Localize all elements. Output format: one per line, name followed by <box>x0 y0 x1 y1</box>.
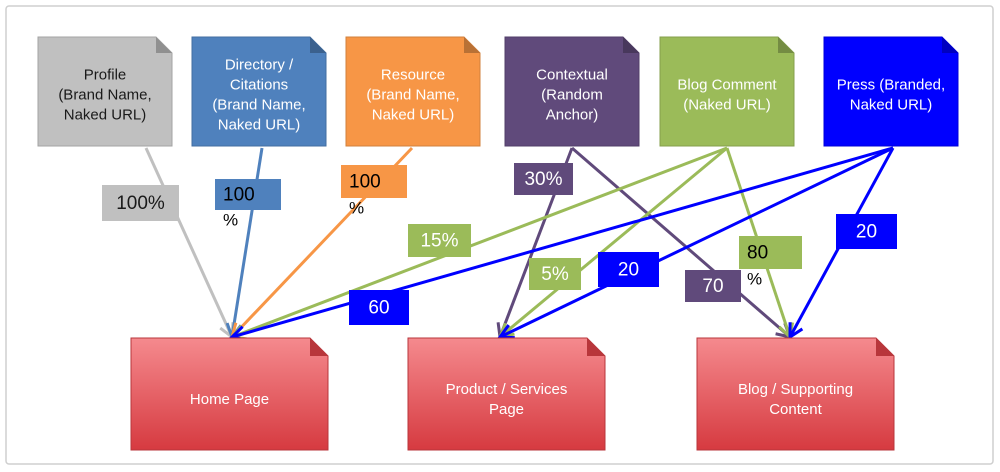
flow-label-box <box>514 163 573 195</box>
source-profile-fold <box>156 37 172 53</box>
flow-label-text: 70 <box>702 276 723 297</box>
flow-label-percent: % <box>747 269 762 288</box>
flow-label-box <box>408 224 471 257</box>
source-directory-label-line: Directory / <box>225 56 294 73</box>
arrowhead-press-to-blogsup <box>788 322 804 340</box>
flow-label-blog-to-product: 5% <box>529 258 581 290</box>
source-press: Press (Branded, Naked URL) <box>823 36 959 147</box>
target-home-box <box>130 337 329 451</box>
source-resource: Resource (Brand Name, Naked URL) <box>345 36 481 147</box>
target-blogsup-box <box>696 337 895 451</box>
target-home-label-line: Home Page <box>190 391 269 408</box>
source-profile: Profile (Brand Name, Naked URL) <box>37 36 173 147</box>
source-press-fold <box>942 37 958 53</box>
arrow-profile-to-home <box>144 147 234 338</box>
source-profile-box <box>37 36 173 147</box>
flow-label-box <box>529 258 581 290</box>
flow-label-text: 80 <box>747 243 768 264</box>
flow-label-press-to-product: 20 <box>598 252 659 287</box>
source-nodes: Profile(Brand Name,Naked URL)Directory /… <box>37 36 959 147</box>
target-product-fold <box>587 338 605 356</box>
source-directory-label-line: (Brand Name, <box>212 96 305 113</box>
source-blog-label-line: Blog Comment <box>677 76 777 93</box>
source-profile-label-line: Profile <box>84 66 127 83</box>
target-product-label-line: Page <box>489 401 524 418</box>
source-resource-label-line: Resource <box>381 66 445 83</box>
flow-label-text: 100 <box>349 172 381 193</box>
flow-label-text: 100 <box>223 185 255 206</box>
source-resource-label-line: Naked URL) <box>372 106 455 123</box>
flow-label-box <box>215 179 281 210</box>
arrow-press-to-home <box>231 146 894 339</box>
source-press-label-line: Naked URL) <box>850 96 933 113</box>
flow-label-press-to-blogsup: 20 <box>836 214 897 249</box>
target-product-label-line: Product / Services <box>446 381 568 398</box>
source-resource-fold <box>464 37 480 53</box>
target-product-box <box>407 337 606 451</box>
source-contextual-label-line: Anchor) <box>546 106 599 123</box>
flow-label-text: 20 <box>856 222 877 243</box>
target-blogsup-fold <box>876 338 894 356</box>
arrow-contextual-to-blogsup <box>571 146 791 339</box>
flow-label-blog-to-home: 15% <box>408 224 471 257</box>
source-blog-label-line: (Naked URL) <box>683 96 771 113</box>
source-press-label-line: Press (Branded, <box>837 76 945 93</box>
flow-label-box <box>341 165 407 198</box>
flow-label-percent: % <box>223 210 238 229</box>
source-contextual-fold <box>623 37 639 53</box>
source-blog: Blog Comment (Naked URL) <box>659 36 795 147</box>
flow-label-profile-to-home: 100% <box>102 185 179 221</box>
flow-label-box <box>836 214 897 249</box>
flow-label-box <box>598 252 659 287</box>
flow-label-resource-to-home: 100% <box>341 165 407 217</box>
target-home: Home Page <box>130 337 329 451</box>
source-contextual-label-line: (Random <box>541 86 603 103</box>
flow-label-box <box>349 290 409 325</box>
source-press-box <box>823 36 959 147</box>
flow-label-blog-to-blogsup: 80% <box>739 236 802 288</box>
source-contextual-box <box>504 36 640 147</box>
flow-label-contextual-to-blogsup: 70 <box>685 270 741 302</box>
flow-label-directory-to-home: 100% <box>215 179 281 229</box>
source-contextual-label-line: Contextual <box>536 66 608 83</box>
flow-label-text: 60 <box>368 298 389 319</box>
source-blog-box <box>659 36 795 147</box>
flow-label-text: 20 <box>618 260 639 281</box>
flow-label-box <box>685 270 741 302</box>
source-directory-label-line: Naked URL) <box>218 116 301 133</box>
flow-label-contextual-to-product: 30% <box>514 163 573 195</box>
flow-label-press-to-home: 60 <box>349 290 409 325</box>
flow-label-text: 30% <box>524 169 562 190</box>
flow-label-text: 5% <box>541 264 569 285</box>
flow-label-box <box>739 236 802 269</box>
source-directory: Directory / Citations (Brand Name, Naked UR… <box>191 36 327 147</box>
arrow-blog-to-home <box>231 146 728 339</box>
source-directory-box <box>191 36 327 147</box>
target-blogsup-label-line: Content <box>769 401 822 418</box>
target-blogsup-label-line: Blog / Supporting <box>738 381 853 398</box>
source-blog-fold <box>778 37 794 53</box>
flow-label-box <box>102 185 179 221</box>
arrow-blog-to-product <box>499 146 728 339</box>
source-resource-label-line: (Brand Name, <box>366 86 459 103</box>
source-directory-fold <box>310 37 326 53</box>
flow-label-text: 15% <box>420 231 458 252</box>
target-home-fold <box>310 338 328 356</box>
flow-label-text: 100% <box>116 193 165 214</box>
arrow-press-to-product <box>499 146 894 339</box>
flow-label-percent: % <box>349 198 364 217</box>
arrowhead-press-to-product <box>497 324 515 340</box>
source-profile-label-line: Naked URL) <box>64 106 147 123</box>
source-profile-label-line: (Brand Name, <box>58 86 151 103</box>
source-directory-label-line: Citations <box>230 76 288 93</box>
source-resource-box <box>345 36 481 147</box>
